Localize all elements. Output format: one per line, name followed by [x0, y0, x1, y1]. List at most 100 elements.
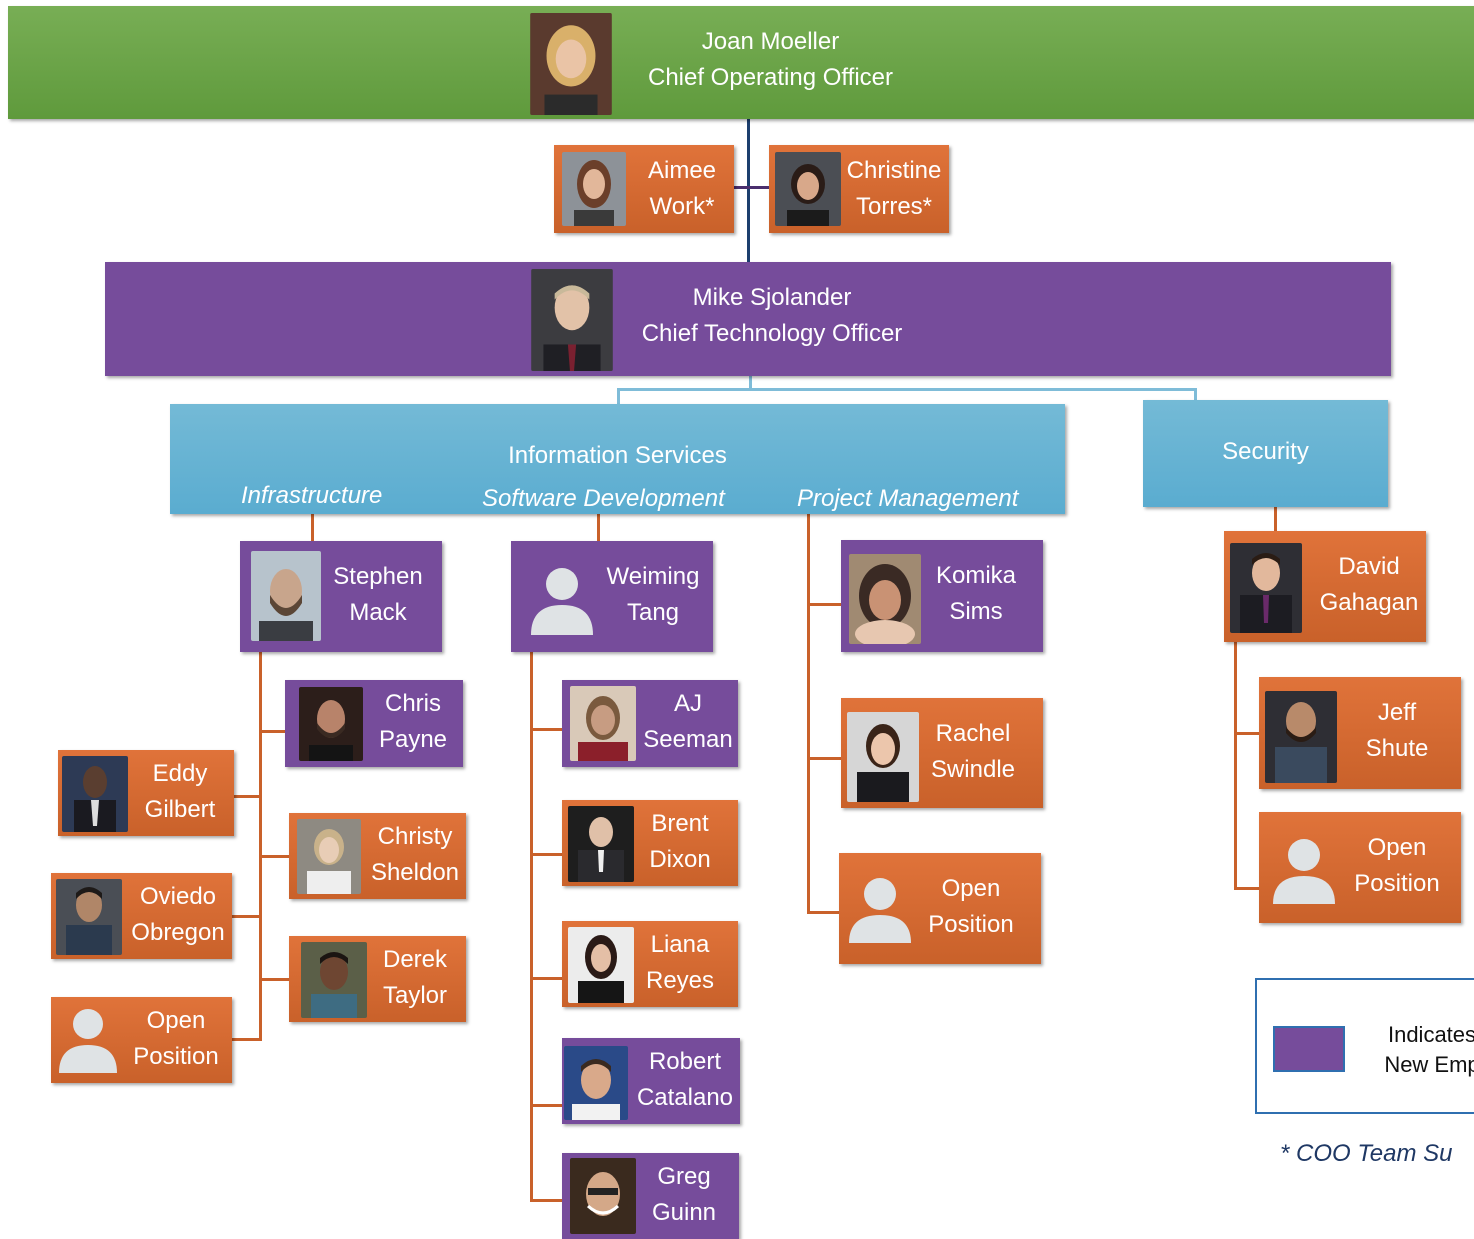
- information-services-box[interactable]: Information Services Infrastructure Soft…: [170, 404, 1065, 514]
- person-card-greg-guinn[interactable]: Greg Guinn: [562, 1153, 739, 1239]
- person-photo-icon: [301, 942, 367, 1018]
- person-photo-icon: [570, 686, 636, 761]
- cto-title: Chief Technology Officer: [641, 320, 903, 347]
- person-photo-icon: [564, 1046, 628, 1120]
- person-card-oviedo-obregon[interactable]: Oviedo Obregon: [51, 873, 232, 959]
- person-card-christy-sheldon[interactable]: Christy Sheldon: [289, 813, 466, 899]
- connector-line: [530, 853, 564, 856]
- connector-line: [1194, 388, 1197, 400]
- connector-line: [259, 651, 262, 1041]
- person-last-name: Taylor: [382, 982, 448, 1009]
- person-photo-icon: [775, 152, 841, 226]
- person-first-name: Derek: [382, 946, 448, 973]
- person-card-rachel-swindle[interactable]: Rachel Swindle: [841, 698, 1043, 808]
- person-last-name: Reyes: [645, 967, 715, 994]
- person-card-eddy-gilbert[interactable]: Eddy Gilbert: [58, 750, 234, 836]
- person-card-aj-seeman[interactable]: AJ Seeman: [562, 680, 738, 767]
- connector-line: [807, 514, 810, 914]
- department-name: Information Services: [508, 442, 727, 469]
- person-first-name: Liana: [650, 931, 710, 958]
- person-silhouette-icon: [847, 877, 913, 943]
- person-card-jeff-shute[interactable]: Jeff Shute: [1259, 677, 1461, 789]
- person-last-name: Catalano: [636, 1084, 734, 1111]
- coo-box[interactable]: Joan Moeller Chief Operating Officer: [8, 6, 1474, 119]
- person-first-name: Christine: [846, 157, 942, 184]
- person-first-name: David: [1338, 553, 1400, 580]
- person-first-name: Christy: [377, 823, 453, 850]
- person-last-name: Gahagan: [1319, 589, 1419, 616]
- cto-box[interactable]: Mike Sjolander Chief Technology Officer: [105, 262, 1391, 376]
- legend-line2: New Emp: [1384, 1052, 1474, 1077]
- connector-line: [733, 186, 773, 189]
- person-silhouette-icon: [1271, 838, 1337, 904]
- person-last-name: Tang: [626, 599, 680, 626]
- person-last-name: Dixon: [649, 846, 711, 873]
- person-photo-icon: [62, 756, 128, 832]
- person-first-name: Greg: [657, 1163, 711, 1190]
- person-card-derek-taylor[interactable]: Derek Taylor: [289, 936, 466, 1022]
- person-last-name: Payne: [378, 726, 448, 753]
- connector-line: [232, 1038, 261, 1041]
- connector-line: [597, 514, 600, 542]
- person-card-stephen-mack[interactable]: Stephen Mack: [240, 541, 442, 652]
- group-label-infrastructure: Infrastructure: [241, 482, 383, 509]
- person-first-name: Brent: [651, 810, 709, 837]
- security-box[interactable]: Security: [1143, 400, 1388, 507]
- person-silhouette-icon: [529, 567, 595, 635]
- connector-line: [749, 376, 752, 390]
- connector-line: [1274, 506, 1277, 532]
- person-card-liana-reyes[interactable]: Liana Reyes: [562, 921, 738, 1007]
- person-photo-icon: [56, 879, 122, 955]
- person-photo-icon: [849, 554, 921, 644]
- connector-line: [530, 1104, 564, 1107]
- connector-line: [530, 1199, 564, 1202]
- person-card-komika-sims[interactable]: Komika Sims: [841, 540, 1043, 652]
- connector-line: [530, 977, 564, 980]
- person-photo-icon: [299, 687, 363, 761]
- connector-line: [259, 978, 291, 981]
- person-photo-icon: [568, 927, 634, 1003]
- open-position-card-infrastructure[interactable]: Open Position: [51, 997, 232, 1083]
- connector-line: [807, 911, 841, 914]
- person-card-christine-torres[interactable]: Christine Torres*: [769, 145, 949, 233]
- person-first-name: Rachel: [935, 720, 1011, 747]
- person-photo-icon: [531, 269, 613, 371]
- legend-swatch-new-employee: [1273, 1026, 1345, 1072]
- person-card-david-gahagan[interactable]: David Gahagan: [1224, 531, 1426, 642]
- person-first-name: Oviedo: [139, 883, 217, 910]
- legend-line1: Indicates: [1387, 1022, 1474, 1047]
- open-position-card-security[interactable]: Open Position: [1259, 812, 1461, 923]
- person-last-name: Sheldon: [370, 859, 460, 886]
- person-first-name: Weiming: [606, 563, 700, 590]
- open-position-line2: Position: [928, 911, 1014, 938]
- person-last-name: Sims: [949, 598, 1003, 625]
- open-position-card-project-management[interactable]: Open Position: [839, 853, 1041, 964]
- department-name: Security: [1222, 438, 1309, 465]
- connector-line: [617, 388, 620, 404]
- open-position-line1: Open: [941, 875, 1001, 902]
- group-label-software-development: Software Development: [482, 485, 725, 512]
- connector-line: [311, 514, 314, 542]
- person-photo-icon: [297, 819, 361, 894]
- person-card-aimee-work[interactable]: Aimee Work*: [554, 145, 734, 233]
- person-card-chris-payne[interactable]: Chris Payne: [285, 680, 463, 767]
- coo-name: Joan Moeller: [701, 28, 840, 55]
- person-photo-icon: [251, 551, 321, 641]
- legend-label: Indicates New Emp: [1357, 1020, 1474, 1080]
- person-last-name: Gilbert: [144, 796, 216, 823]
- person-first-name: Robert: [648, 1048, 722, 1075]
- open-position-line1: Open: [1367, 834, 1427, 861]
- person-card-weiming-tang[interactable]: Weiming Tang: [511, 541, 713, 652]
- connector-line: [530, 728, 564, 731]
- person-first-name: Chris: [384, 690, 441, 717]
- person-photo-icon: [562, 152, 626, 226]
- open-position-line1: Open: [146, 1007, 206, 1034]
- person-photo-icon: [570, 1158, 636, 1234]
- cto-name: Mike Sjolander: [692, 284, 852, 311]
- person-photo-icon: [530, 13, 612, 115]
- person-card-brent-dixon[interactable]: Brent Dixon: [562, 800, 738, 886]
- person-card-robert-catalano[interactable]: Robert Catalano: [562, 1038, 740, 1124]
- group-label-project-management: Project Management: [797, 485, 1019, 512]
- person-last-name: Guinn: [651, 1199, 717, 1226]
- person-first-name: Jeff: [1377, 699, 1417, 726]
